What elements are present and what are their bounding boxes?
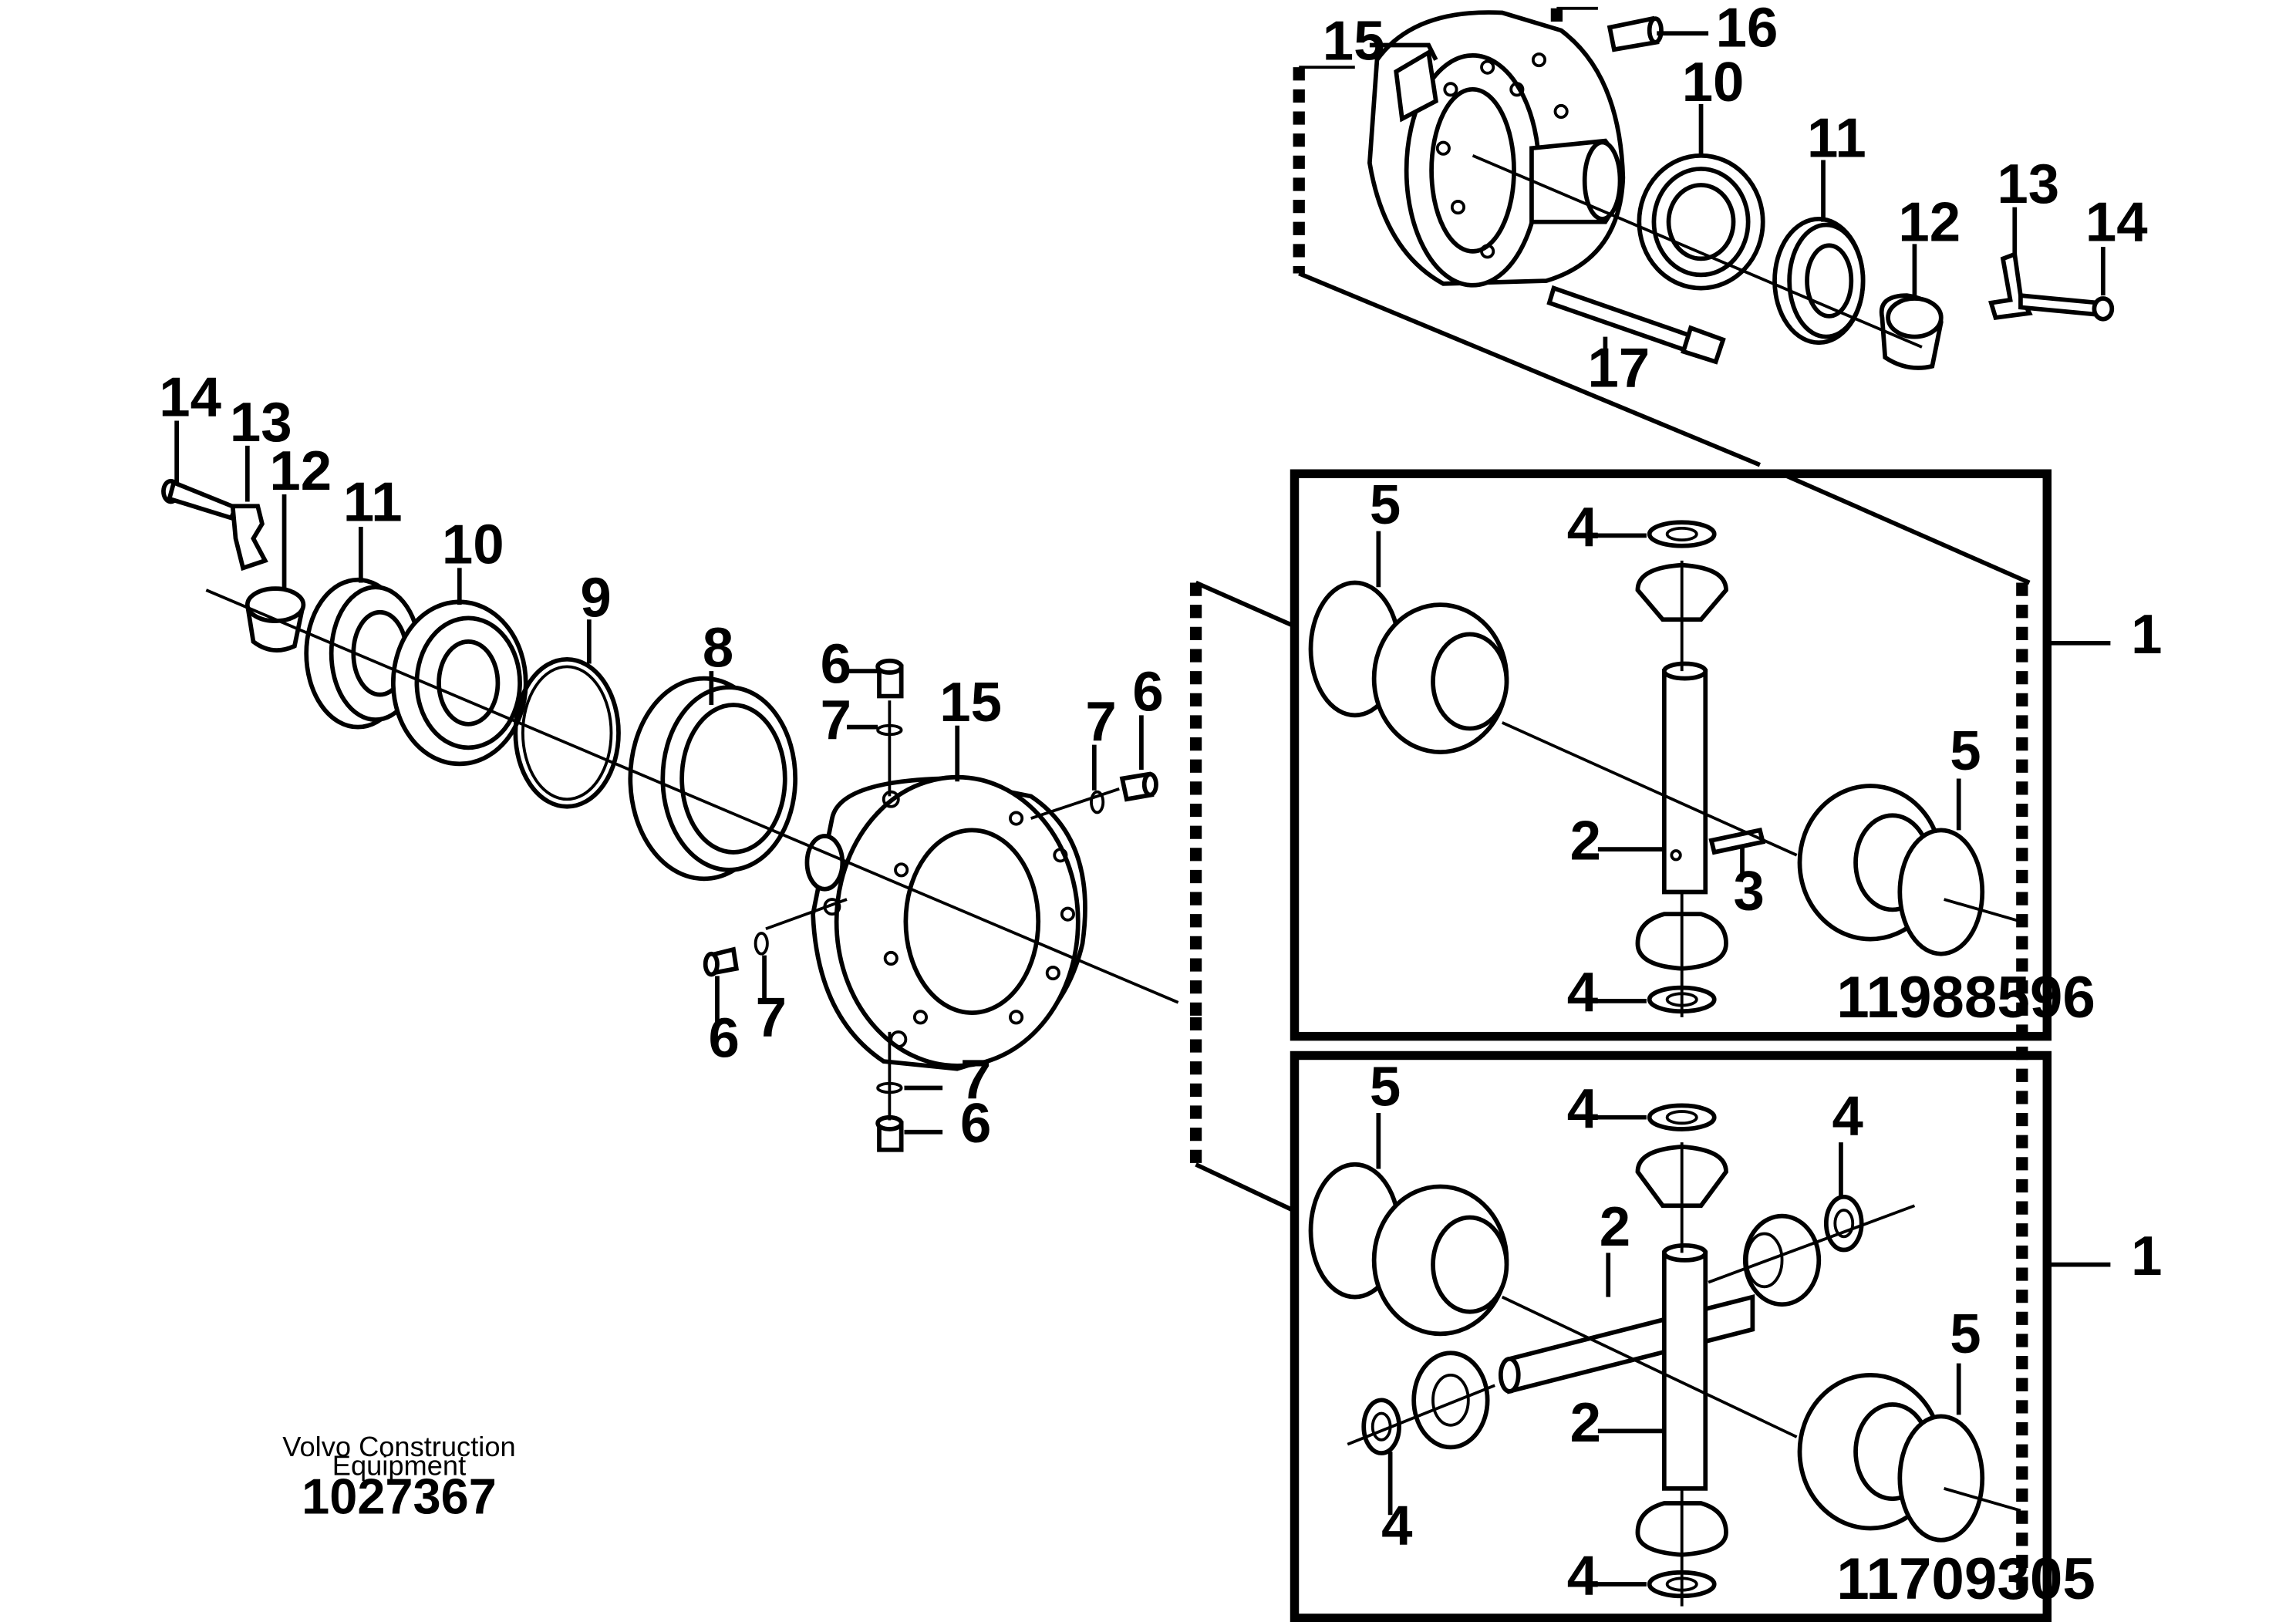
side-gear-5-lower-box-left xyxy=(1308,1162,1509,1337)
callout-label: 4 xyxy=(1832,1085,1863,1148)
callout-label: 7 xyxy=(821,689,851,751)
kit-part-number-upper: 11988596 xyxy=(1836,965,2095,1030)
callout-label: 2 xyxy=(1570,810,1601,872)
callout-label: 1 xyxy=(2131,603,2162,666)
callout-label: 13 xyxy=(230,391,292,454)
pinion-gear-left xyxy=(1411,1351,1490,1450)
callout-label: 11 xyxy=(1807,107,1866,170)
diff-housing-top xyxy=(1367,10,1626,288)
callout-label: 7 xyxy=(960,1048,991,1111)
callout-label: 14 xyxy=(159,366,221,429)
callout-label: 4 xyxy=(1381,1494,1412,1556)
bolt-14-top xyxy=(2018,293,2115,322)
bearing-10-top xyxy=(1637,153,1765,291)
callout-label: 1 xyxy=(2131,1225,2162,1287)
callout-label: 4 xyxy=(1567,1544,1598,1607)
callout-label: 4 xyxy=(1567,496,1598,558)
brand-line-2: Equipment xyxy=(332,1450,466,1482)
washer-4 xyxy=(1361,1398,1401,1455)
callout-label: 4 xyxy=(1567,961,1598,1023)
lock-pin-3 xyxy=(1708,827,1766,855)
callout-label: 7 xyxy=(756,986,787,1049)
clip-7-right xyxy=(1090,790,1105,814)
clip-7-left xyxy=(754,932,769,956)
diagram-number: 1027367 xyxy=(302,1468,497,1524)
bolt-17 xyxy=(1546,285,1726,365)
pin-6-left xyxy=(703,946,740,977)
washer-4 xyxy=(1647,520,1717,548)
side-gear-5-lower-box-right xyxy=(1797,1372,1985,1543)
callout-labels: 15 16 10 11 12 13 14 17 14 13 12 11 10 9… xyxy=(159,0,2162,1607)
callout-label: 9 xyxy=(580,566,611,629)
adjusting-nut-11-top xyxy=(1772,216,1866,346)
cross-shaft-2-long xyxy=(1498,1293,1755,1394)
pin-6-bottom xyxy=(875,1114,904,1152)
callout-label: 3 xyxy=(1734,859,1765,922)
ring-12-top xyxy=(1879,293,1944,370)
bolt-14-left xyxy=(161,478,239,521)
branding-block: Volvo Construction Equipment 1027367 xyxy=(282,1431,515,1524)
pin-6-top xyxy=(875,658,904,699)
callout-label: 6 xyxy=(708,1007,739,1069)
callout-label: 5 xyxy=(1370,1055,1401,1118)
callout-label: 8 xyxy=(703,616,733,679)
diff-housing-mid xyxy=(804,774,1087,1071)
callout-label: 12 xyxy=(269,440,332,502)
kit-box-lower xyxy=(1290,1050,2111,1622)
callout-label: 10 xyxy=(442,514,504,576)
callout-label: 17 xyxy=(1588,337,1650,400)
callout-label: 6 xyxy=(1132,661,1163,723)
callout-label: 5 xyxy=(1370,474,1401,536)
callout-label: 6 xyxy=(960,1092,991,1155)
brand-line-1: Volvo Construction xyxy=(282,1431,515,1462)
bearing-10-left xyxy=(390,599,528,767)
bearing-race-8 xyxy=(628,676,798,882)
kit-part-number-lower: 11709305 xyxy=(1836,1546,2095,1612)
callout-label: 7 xyxy=(1085,690,1116,753)
cross-shaft-2-vertical xyxy=(1661,1243,1708,1491)
callout-label: 5 xyxy=(1950,1303,1981,1365)
callout-label: 11 xyxy=(343,470,403,533)
kit-box-upper xyxy=(1290,469,2111,1041)
callout-label: 4 xyxy=(1567,1077,1598,1140)
callout-label: 5 xyxy=(1950,720,1981,782)
leader-lines xyxy=(174,31,2106,1587)
snap-ring-9 xyxy=(513,656,621,809)
top-assembly xyxy=(1293,6,2115,585)
callout-label: 15 xyxy=(939,671,1002,733)
cross-shaft-2 xyxy=(1661,661,1708,895)
callout-label: 12 xyxy=(1898,191,1961,254)
callout-label: 13 xyxy=(1997,153,2059,215)
callout-label: 2 xyxy=(1570,1391,1601,1454)
callout-label: 6 xyxy=(821,632,851,695)
pin-16 xyxy=(1607,15,1664,52)
side-gear-5-upper-left xyxy=(1308,580,1509,754)
side-gear-5-lower-right xyxy=(1797,784,1985,956)
callout-label: 2 xyxy=(1600,1195,1630,1258)
callout-label: 16 xyxy=(1716,0,1778,59)
washer-4 xyxy=(1647,1103,1717,1131)
callout-label: 10 xyxy=(1682,51,1745,113)
lock-plate-13-left xyxy=(230,504,268,572)
callout-label: 15 xyxy=(1323,10,1385,73)
pinion-gear-right xyxy=(1742,1213,1822,1307)
callout-label: 14 xyxy=(2085,191,2148,254)
pin-6-right xyxy=(1119,771,1158,802)
washer-4 xyxy=(1823,1194,1864,1253)
